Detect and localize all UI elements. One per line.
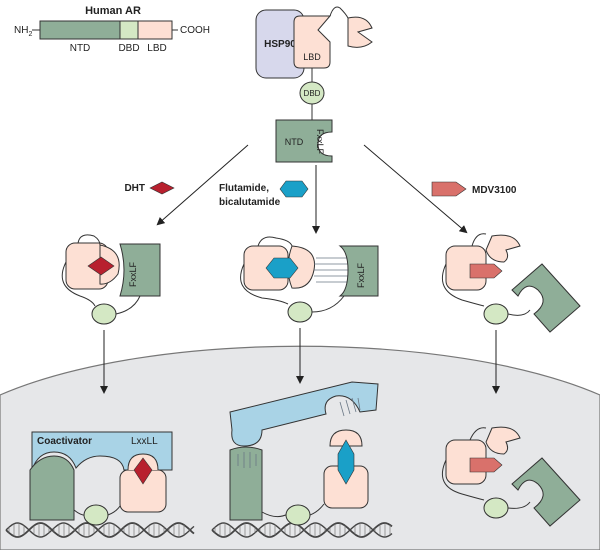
branch-arrows xyxy=(156,144,468,234)
ntd-label: NTD xyxy=(285,137,304,147)
ligand-mdv3100: MDV3100 xyxy=(431,181,517,197)
dbd-oval xyxy=(483,303,509,325)
fxxlf-motif-label: FxxLF xyxy=(356,262,366,288)
flutamide-hexagon-icon xyxy=(337,439,355,485)
flutamide-hexagon-icon xyxy=(279,180,309,198)
ligand-dht: DHT xyxy=(124,181,175,195)
lbd-label: LBD xyxy=(303,52,321,62)
active-transcription-complex: Coactivator LxxLL xyxy=(29,431,173,526)
ntd-block xyxy=(29,455,75,521)
lxxll-label: LxxLL xyxy=(131,436,158,447)
hsp90-complex: HSP90 LBD DBD NTD FxxLF xyxy=(255,6,373,163)
dna-strand xyxy=(211,522,393,538)
dbd-oval xyxy=(285,504,311,526)
dht-diamond-icon xyxy=(133,457,153,485)
antiandrogen-bound-receptor: FxxLF xyxy=(240,236,379,323)
dbd-oval xyxy=(83,504,109,526)
dbd-oval xyxy=(483,497,509,519)
coactivator-label: Coactivator xyxy=(37,436,92,447)
dbd-domain-label: DBD xyxy=(118,43,139,54)
lbd-domain-label: LBD xyxy=(147,43,166,54)
helix12-displaced xyxy=(485,426,521,455)
ntd-block xyxy=(229,446,263,521)
mdv3100-arrow-icon xyxy=(469,263,503,279)
dht-diamond-icon xyxy=(149,181,175,195)
weak-interaction-lines xyxy=(237,452,257,468)
dna-strand xyxy=(5,522,195,538)
dna-strand xyxy=(211,522,393,538)
helix12-flap xyxy=(347,16,373,48)
nh2-label: NH2 xyxy=(14,25,32,38)
dht-bound-receptor: FxxLF xyxy=(61,234,161,325)
lbd-unbound xyxy=(293,15,332,69)
hsp90-label: HSP90 xyxy=(264,39,296,50)
dht-label: DHT xyxy=(124,183,145,194)
dht-diamond-icon xyxy=(87,256,115,276)
mdv3100-label: MDV3100 xyxy=(472,185,517,196)
domain-map-title: Human AR xyxy=(85,5,141,17)
flutamide-label-2: bicalutamide xyxy=(219,197,281,208)
helix12-open xyxy=(329,429,363,447)
fxxlf-motif-label: FxxLF xyxy=(315,129,325,155)
ntd-block xyxy=(275,119,333,163)
ntd-domain-label: NTD xyxy=(70,43,91,54)
inactive-complex xyxy=(229,381,379,526)
nuclear-translocation-arrows xyxy=(100,328,500,394)
mdv3100-bound-receptor xyxy=(442,233,581,333)
weak-interaction-lines xyxy=(339,397,361,417)
dbd-label: DBD xyxy=(304,89,321,98)
weak-interaction-lines xyxy=(314,257,348,283)
flutamide-label-1: Flutamide, xyxy=(219,183,269,194)
cooh-label: COOH xyxy=(180,25,210,36)
mdv3100-nuclear-receptor xyxy=(442,426,581,527)
ntd-block-tilted xyxy=(511,457,581,527)
helix12-displaced xyxy=(485,234,521,263)
dbd-bar xyxy=(119,20,139,40)
ntd-block xyxy=(338,245,379,297)
mdv3100-arrow-icon xyxy=(431,181,467,197)
dbd-oval xyxy=(91,303,117,325)
dna-strand xyxy=(5,522,195,538)
lbd-bar xyxy=(137,20,173,40)
coactivator xyxy=(229,381,379,447)
ntd-block-tilted xyxy=(511,263,581,333)
ntd-bar xyxy=(39,20,121,40)
domain-map: Human AR NH2 COOH NTD DBD LBD xyxy=(14,5,210,54)
dna-helix xyxy=(5,522,393,538)
mdv3100-arrow-icon xyxy=(469,457,503,473)
fxxlf-motif-label: FxxLF xyxy=(128,261,138,287)
ligand-flutamide: Flutamide, bicalutamide xyxy=(219,180,309,208)
dbd-oval xyxy=(287,301,313,323)
flutamide-hexagon-icon xyxy=(265,257,299,279)
ntd-block xyxy=(119,243,161,297)
